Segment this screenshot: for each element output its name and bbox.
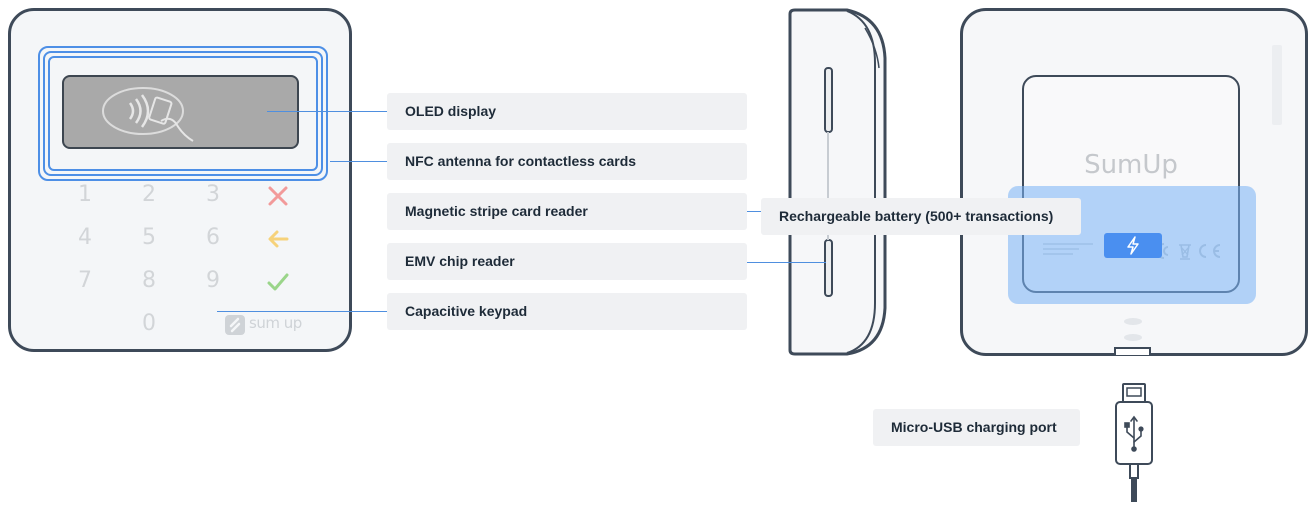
lightning-icon	[1104, 233, 1162, 258]
callout-micro-usb: Micro-USB charging port	[873, 409, 1080, 446]
leader-keypad	[217, 311, 388, 312]
key[interactable]: 7	[78, 268, 92, 293]
callout-rechargeable-battery: Rechargeable battery (500+ transactions)	[761, 198, 1081, 235]
nfc-antenna-ring	[38, 46, 328, 181]
card-reader-side	[787, 8, 887, 358]
leader-nfc	[330, 161, 388, 162]
oled-display	[62, 75, 299, 149]
key[interactable]: 9	[206, 268, 220, 293]
arrow-left-icon[interactable]	[266, 227, 290, 255]
check-icon[interactable]	[266, 270, 290, 298]
status-led	[1124, 318, 1142, 325]
key[interactable]: 6	[206, 225, 220, 250]
callout-nfc-antenna: NFC antenna for contactless cards	[387, 143, 747, 180]
leader-emv	[747, 262, 826, 263]
callout-magnetic-stripe: Magnetic stripe card reader	[387, 193, 747, 230]
contactless-icon	[102, 87, 194, 142]
key[interactable]: 1	[78, 182, 92, 207]
callout-oled-display: OLED display	[387, 93, 747, 130]
back-brand-text: SumUp	[1084, 150, 1178, 180]
front-brand-text: sum up	[249, 314, 302, 332]
leader-oled	[267, 111, 388, 112]
usb-port	[1114, 347, 1151, 355]
key[interactable]: 3	[206, 182, 220, 207]
nfc-antenna-ring	[43, 51, 323, 176]
sumup-logo-front: sum up	[224, 313, 304, 337]
key[interactable]: 2	[142, 182, 156, 207]
key[interactable]: 5	[142, 225, 156, 250]
status-led	[1124, 334, 1142, 341]
callout-emv-chip: EMV chip reader	[387, 243, 747, 280]
callout-capacitive-keypad: Capacitive keypad	[387, 293, 747, 330]
micro-usb-cable	[1112, 380, 1157, 506]
close-icon[interactable]	[266, 184, 290, 212]
key[interactable]: 0	[142, 311, 156, 336]
leader-magstripe	[747, 211, 762, 212]
side-grip	[1272, 45, 1282, 125]
nfc-antenna-ring	[48, 56, 318, 171]
key[interactable]: 8	[142, 268, 156, 293]
key[interactable]: 4	[78, 225, 92, 250]
